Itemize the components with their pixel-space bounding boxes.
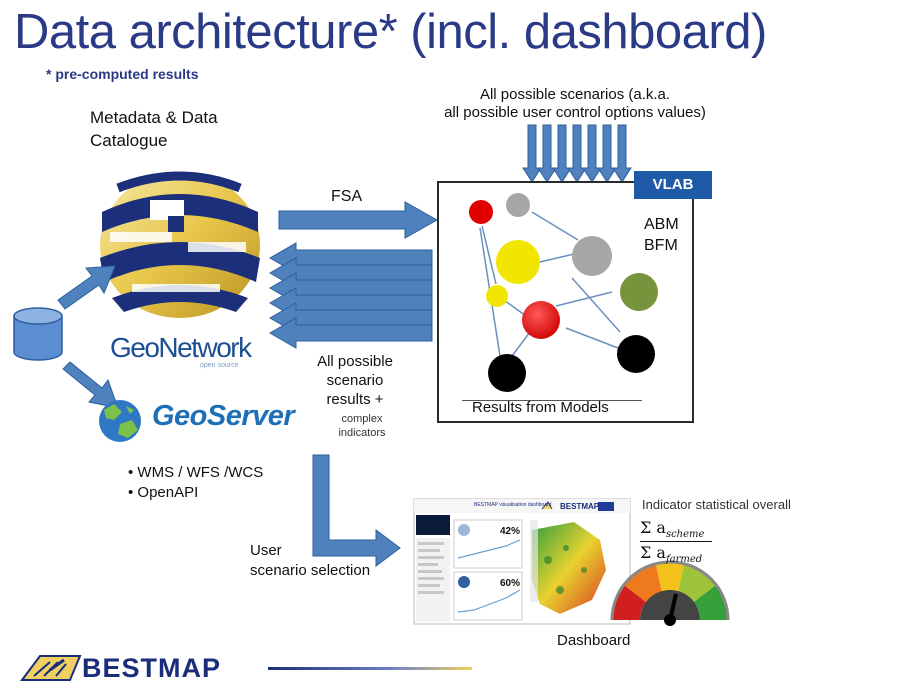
node-grey-small [506,193,530,217]
scenario-results-line1: All possible [317,353,393,370]
user-selection-line1: User [250,542,282,559]
user-selection-line2: scenario selection [250,562,371,579]
dashboard-label: Dashboard [557,632,631,649]
user-selection-arrow [312,454,401,567]
indicator-label: Indicator statistical overall [642,497,791,512]
indicator-formula: Σ ascheme Σ afarmed [640,518,712,565]
dashboard-thumbnail [413,498,631,625]
model-name-abm: ABM [644,216,679,233]
bestmap-rule [268,667,472,670]
model-name-bfm: BFM [644,237,678,254]
indicator-gauge [610,560,730,626]
node-red-large [522,301,560,339]
service-item-wms: • WMS / WFS /WCS [128,464,264,481]
node-black-left [488,354,526,392]
bestmap-wordmark: BESTMAP [82,653,222,683]
fsa-label: FSA [331,188,363,205]
node-green [620,273,658,311]
node-link [565,327,619,349]
slide-subtitle: * pre-computed results [46,66,199,82]
slide-title: Data architecture* (incl. dashboard) [14,5,767,59]
scenario-results-arrows [268,242,433,349]
geoserver-name: GeoServer [152,400,295,432]
node-link [511,331,531,357]
dashboard-brand-text: BESTMAP [560,502,600,511]
db-to-geonetwork-arrow [57,265,116,310]
scenario-results-line3: results + [326,391,384,408]
geonetwork-tagline: open source [200,362,239,369]
formula-numerator: Σ ascheme [640,518,705,541]
geoserver-globe-icon [99,400,141,442]
results-label: Results from Models [472,399,609,416]
node-red-small [469,200,493,224]
node-link [539,253,575,263]
node-link [503,299,527,317]
database-icon [13,307,63,361]
node-link [481,225,497,285]
complex-indicators-line2: indicators [338,427,386,439]
node-link [571,277,621,333]
geonetwork-globe-icon [100,171,260,318]
fsa-arrow [278,201,439,239]
dashboard-header-text: BESTMAP visualisation dashboard [474,502,552,508]
formula-bar [640,541,712,543]
node-grey-large [572,236,612,276]
node-link [531,211,579,241]
metadata-label-line1: Metadata & Data [90,108,218,127]
vlab-badge: VLAB [634,171,712,199]
service-item-openapi: • OpenAPI [128,484,199,501]
node-yellow-small [486,285,508,307]
db-to-geoserver-arrow [62,361,119,409]
scenarios-label-line1: All possible scenarios (a.k.a. [479,86,671,103]
results-underline [462,400,642,401]
node-link [555,291,613,307]
node-black-right [617,335,655,373]
node-yellow-large [496,240,540,284]
bestmap-logo-icon [20,655,82,681]
scenarios-label-line2: all possible user control options values… [444,104,706,121]
scenario-input-arrows [522,124,632,183]
dashboard-percent-1: 42% [500,526,521,537]
scenario-results-line2: scenario [326,372,384,389]
formula-denominator: Σ afarmed [640,543,703,566]
dashboard-percent-2: 60% [500,578,521,589]
complex-indicators-line1: complex [341,413,383,425]
metadata-label-line2: Catalogue [90,131,168,150]
geonetwork-name: GeoNetwork [110,332,252,363]
